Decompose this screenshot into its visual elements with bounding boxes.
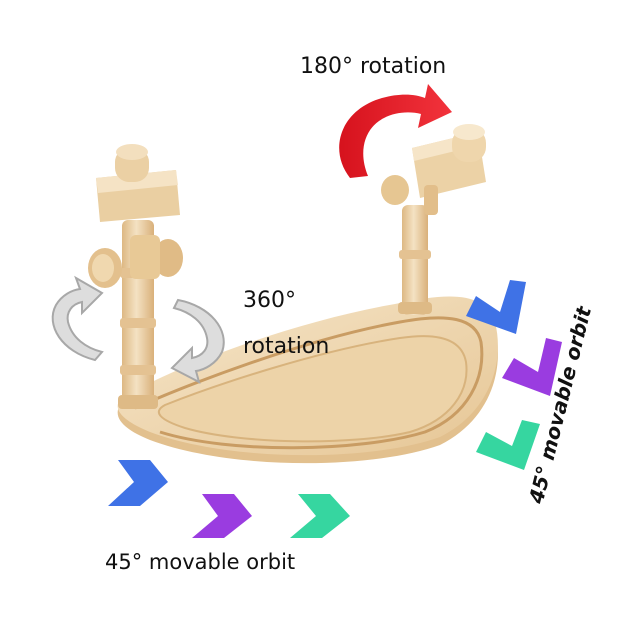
chevron-row-bottom <box>108 460 350 538</box>
chevron-column-right <box>466 280 562 470</box>
wooden-base-tray <box>117 296 498 464</box>
right-post <box>381 124 486 315</box>
chevron-right-icon <box>290 494 350 538</box>
label-360-angle: 360° <box>243 288 296 313</box>
chevron-right-icon <box>192 494 252 538</box>
chevron-down-icon <box>466 280 526 334</box>
gray-circular-arrows-icon <box>51 275 225 384</box>
chevron-right-icon <box>108 460 168 506</box>
label-360-rotation: rotation <box>243 334 330 359</box>
chevron-down-icon <box>476 420 540 470</box>
label-bottom-orbit: 45° movable orbit <box>105 550 296 574</box>
red-curved-arrow-icon <box>339 84 452 178</box>
left-post <box>88 144 183 409</box>
label-180-rotation: 180° rotation <box>300 54 447 79</box>
chevron-down-icon <box>502 338 562 396</box>
